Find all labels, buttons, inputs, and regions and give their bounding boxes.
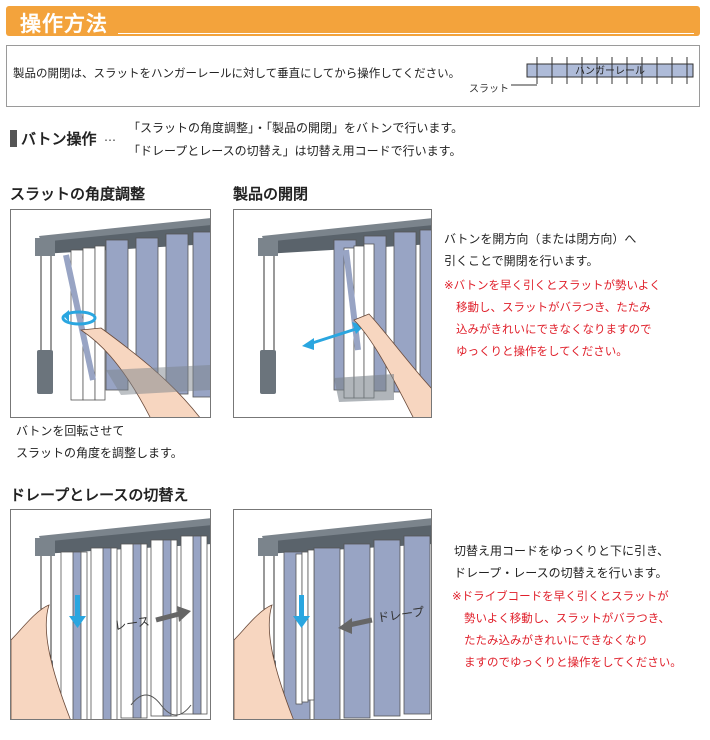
baton-title: バトン操作: [21, 130, 97, 148]
drape-switch-illustration: ドレープ: [233, 509, 432, 720]
hanger-rail-diagram: ハンガーレール: [511, 57, 694, 86]
baton-dots: …: [104, 130, 116, 144]
note-text: 製品の開閉は、スラットをハンガーレールに対して垂直にしてから操作してください。: [13, 66, 461, 80]
warning-line: ※バトンを早く引くとスラットが勢いよく: [444, 278, 661, 292]
slat-angle-title: スラットの角度調整: [10, 185, 146, 203]
switch-warning: ※ドライブコードを早く引くとスラットが 勢いよく移動し、スラットがバラつき、 た…: [452, 585, 682, 673]
baton-line-2: 「ドレープとレースの切替え」は切替え用コードで行います。: [128, 144, 462, 158]
slat-angle-caption-line: バトンを回転させて: [16, 424, 125, 438]
note-box: 製品の開閉は、スラットをハンガーレールに対して垂直にしてから操作してください。 …: [6, 45, 700, 107]
warning-line: ゆっくりと操作をしてください。: [456, 344, 628, 358]
slat-angle-caption-line: スラットの角度を調整します。: [16, 446, 183, 460]
warning-line: 移動し、スラットがバラつき、たたみ: [456, 300, 651, 314]
drape-label: ドレープ: [376, 605, 425, 625]
warning-line: 勢いよく移動し、スラットがバラつき、: [464, 611, 670, 625]
open-close-caption-line: 引くことで開閉を行います。: [444, 254, 599, 268]
header-underline: [118, 33, 694, 34]
lace-switch-illustration: レース: [10, 509, 211, 720]
hanger-rail-label: ハンガーレール: [575, 65, 645, 77]
switch-caption-line: ドレープ・レースの切替えを行います。: [454, 566, 668, 580]
warning-line: たたみ込みがきれいにできなくなり: [464, 633, 648, 647]
open-close-caption: バトンを開方向（または閉方向）へ 引くことで開閉を行います。: [444, 228, 636, 272]
switch-caption-line: 切替え用コードをゆっくりと下に引き、: [454, 544, 670, 558]
baton-line-1: 「スラットの角度調整」・「製品の開閉」をバトンで行います。: [128, 121, 464, 135]
warning-line: ますのでゆっくりと操作をしてください。: [464, 655, 682, 669]
open-close-illustration: [233, 209, 432, 418]
section-marker: [10, 130, 17, 147]
page-title: 操作方法: [20, 12, 108, 36]
open-close-title: 製品の開閉: [233, 185, 309, 203]
switch-title: ドレープとレースの切替え: [10, 486, 189, 504]
slat-angle-caption: バトンを回転させて スラットの角度を調整します。: [16, 420, 183, 464]
warning-line: 込みがきれいにできなくなりますので: [456, 322, 652, 336]
open-close-warning: ※バトンを早く引くとスラットが勢いよく 移動し、スラットがバラつき、たたみ 込み…: [444, 274, 661, 362]
switch-caption: 切替え用コードをゆっくりと下に引き、 ドレープ・レースの切替えを行います。: [454, 540, 669, 584]
open-close-caption-line: バトンを開方向（または閉方向）へ: [444, 232, 637, 246]
warning-line: ※ドライブコードを早く引くとスラットが: [452, 589, 669, 603]
lace-label: レース: [113, 614, 150, 633]
slat-angle-illustration: [10, 209, 211, 418]
section-header: 操作方法: [6, 6, 700, 36]
slat-label: スラット: [469, 84, 509, 95]
